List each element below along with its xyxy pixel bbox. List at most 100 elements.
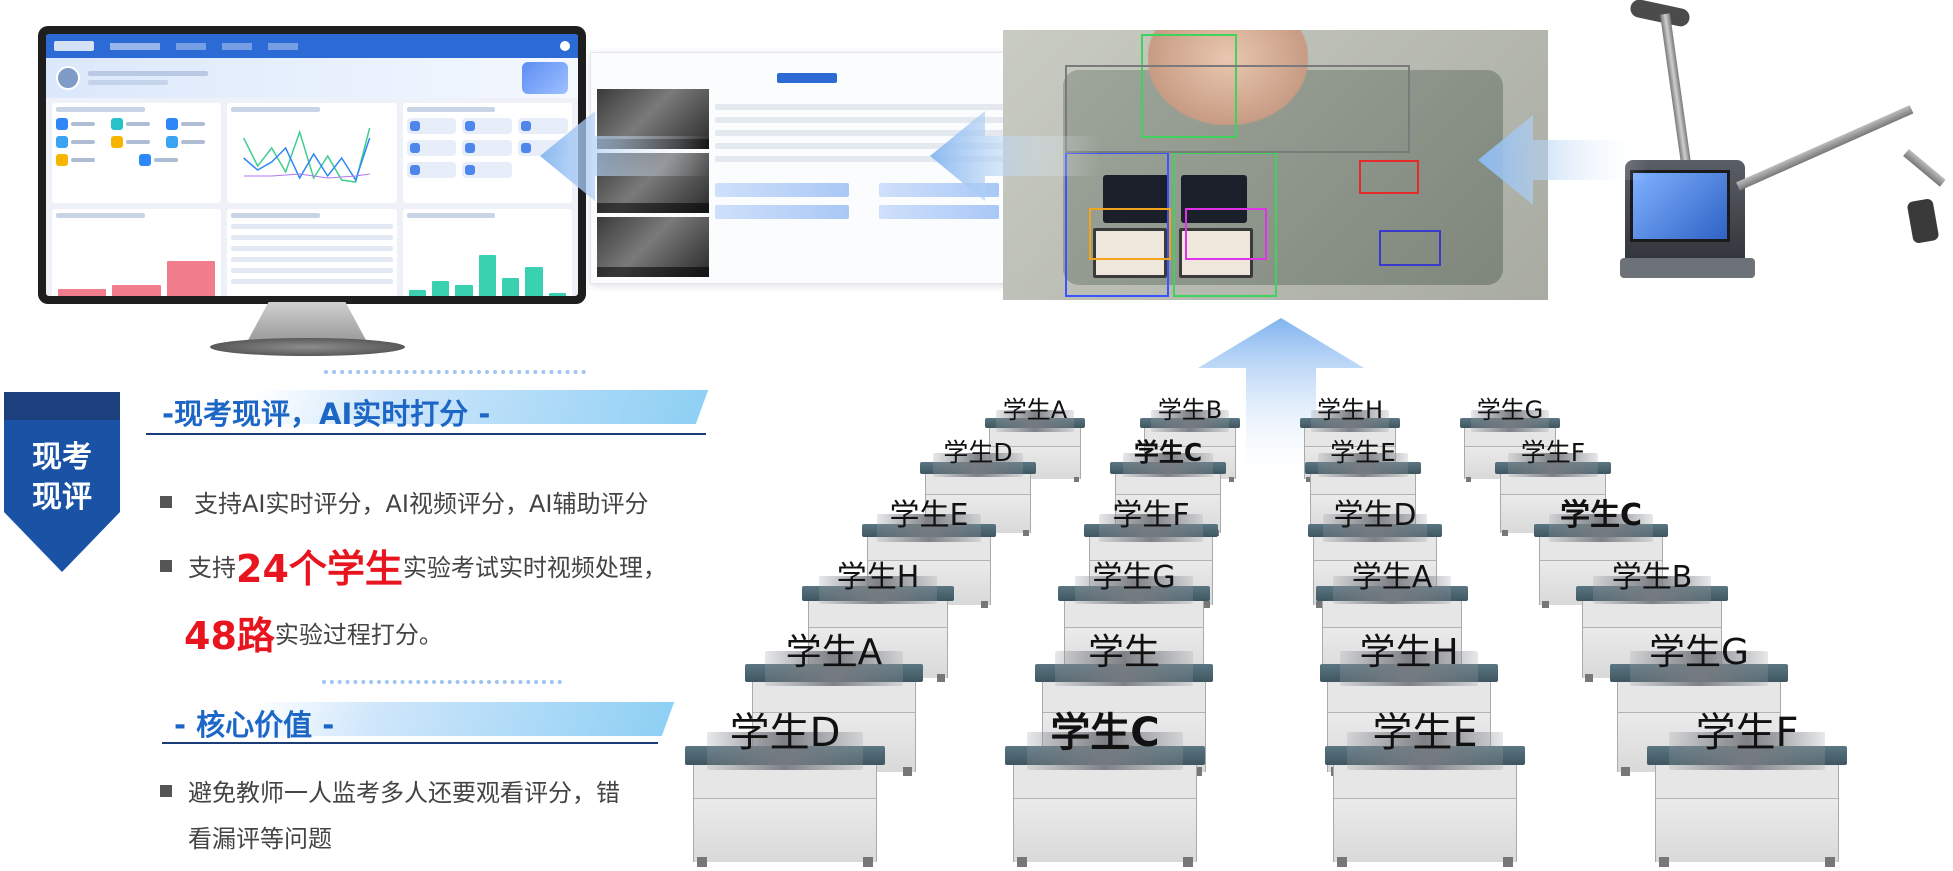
- panel-tab[interactable]: [777, 73, 837, 83]
- stats-card: [52, 103, 222, 203]
- shortcut-icon[interactable]: [518, 118, 568, 134]
- score-bar: [715, 205, 849, 219]
- voltmeter: [1179, 228, 1253, 278]
- dashboard-nav-item[interactable]: [222, 42, 252, 50]
- shortcut-icon[interactable]: [406, 162, 457, 178]
- name-plate: [1122, 453, 1214, 477]
- student-name: 学生C: [1050, 710, 1160, 756]
- value-line-2: 看漏评等问题: [188, 825, 332, 853]
- name-plate: [818, 575, 938, 604]
- heading-underline: [162, 742, 658, 744]
- name-plate: [996, 409, 1074, 433]
- name-plate: [764, 651, 904, 686]
- name-plate: [1592, 575, 1712, 604]
- student-name: 学生D: [729, 710, 841, 756]
- dashboard-cards: [46, 98, 578, 296]
- left-arrow-icon: [930, 111, 1100, 201]
- section-heading: - 核心价值 -: [174, 708, 335, 742]
- device-screen: [1630, 170, 1730, 242]
- red-bar-chart: [58, 243, 216, 296]
- user-avatar-icon[interactable]: [560, 41, 570, 51]
- section-badge: [4, 392, 120, 572]
- name-plate: [1339, 651, 1479, 686]
- bullet-student-video: 支持 24个学生 实验考试实时视频处理，: [160, 538, 667, 593]
- shortcut-icon[interactable]: [406, 118, 457, 134]
- student-name: 学生B: [1611, 559, 1693, 595]
- bullet-square-icon: [160, 495, 172, 508]
- name-plate: [1098, 513, 1204, 542]
- green-bar-chart-card: [402, 209, 572, 296]
- name-plate: [1317, 453, 1409, 477]
- trend-line-chart: [243, 127, 371, 183]
- battery: [1181, 175, 1247, 223]
- name-plate: [1332, 575, 1452, 604]
- score-table: [715, 97, 1014, 169]
- shortcut-icon[interactable]: [462, 140, 513, 156]
- detection-box: [1141, 34, 1237, 138]
- student-name: 学生B: [1157, 396, 1223, 425]
- name-plate: [1548, 513, 1654, 542]
- detection-box: [1065, 65, 1410, 153]
- device-arm: [1903, 149, 1946, 187]
- green-bar-chart: [408, 243, 566, 296]
- name-plate: [1507, 453, 1599, 477]
- monitor-base: [210, 338, 405, 356]
- device-arm: [1736, 105, 1914, 191]
- dashboard-screen: [46, 34, 578, 296]
- student-name: 学生H: [1359, 631, 1459, 673]
- student-name: 学生D: [943, 438, 1013, 468]
- dashboard-welcome: [46, 58, 578, 98]
- student-name: 学生F: [1520, 438, 1586, 468]
- shortcut-icon[interactable]: [406, 140, 457, 156]
- battery: [1103, 175, 1169, 223]
- shortcut-icon[interactable]: [462, 118, 513, 134]
- student-name: 学生D: [1333, 497, 1417, 533]
- dashboard-nav-item[interactable]: [176, 42, 206, 50]
- trend-chart-card: [227, 103, 397, 203]
- dashboard-topbar: [46, 34, 578, 58]
- ammeter: [1093, 228, 1167, 278]
- student-name: 学生A: [1002, 396, 1068, 425]
- left-arrow-icon: [540, 111, 710, 201]
- name-plate: [1074, 575, 1194, 604]
- student-name: 学生C: [1559, 497, 1643, 533]
- name-plate: [1669, 732, 1825, 770]
- student-name: 学生A: [785, 631, 883, 673]
- dotted-divider: [322, 680, 562, 684]
- name-plate: [1322, 513, 1428, 542]
- exam-camera-device: [1620, 0, 1953, 300]
- highlight-channels: 48路: [184, 614, 275, 658]
- dashboard-logo: [54, 41, 94, 51]
- dashboard-nav-item[interactable]: [110, 42, 160, 50]
- name-plate: [1151, 409, 1229, 433]
- value-line-1: 避免教师一人监考多人还要观看评分，错: [160, 773, 620, 808]
- video-thumbnail[interactable]: [597, 217, 709, 277]
- student-name: 学生E: [1372, 710, 1478, 756]
- up-arrow-icon: [1198, 318, 1364, 486]
- bullet-ai-scoring: 支持AI实时评分，AI视频评分，AI辅助评分: [160, 484, 649, 519]
- name-plate: [1347, 732, 1503, 770]
- student-name: 学生H: [1316, 396, 1384, 425]
- score-bar: [879, 205, 999, 219]
- left-arrow-icon: [1478, 115, 1648, 205]
- section-heading: -现考现评，AI实时打分 -: [162, 397, 491, 431]
- avatar: [56, 66, 80, 90]
- student-name: 学生G: [1649, 631, 1749, 673]
- name-plate: [1027, 732, 1183, 770]
- detection-box: [1173, 152, 1277, 297]
- student-name: 学生F: [1112, 497, 1190, 533]
- shortcut-icon[interactable]: [462, 162, 513, 178]
- student-name: 学生G: [1092, 559, 1176, 595]
- name-plate: [1471, 409, 1549, 433]
- name-plate: [1054, 651, 1194, 686]
- highlight-students: 24个学生: [236, 547, 403, 591]
- student-name: 学生A: [1351, 559, 1433, 595]
- name-plate: [932, 453, 1024, 477]
- bullet-square-icon: [160, 559, 172, 572]
- name-plate: [707, 732, 863, 770]
- ai-badge-icon: [522, 62, 568, 94]
- name-plate: [1629, 651, 1769, 686]
- dashboard-nav-item[interactable]: [268, 42, 298, 50]
- monitor-stand: [247, 302, 367, 342]
